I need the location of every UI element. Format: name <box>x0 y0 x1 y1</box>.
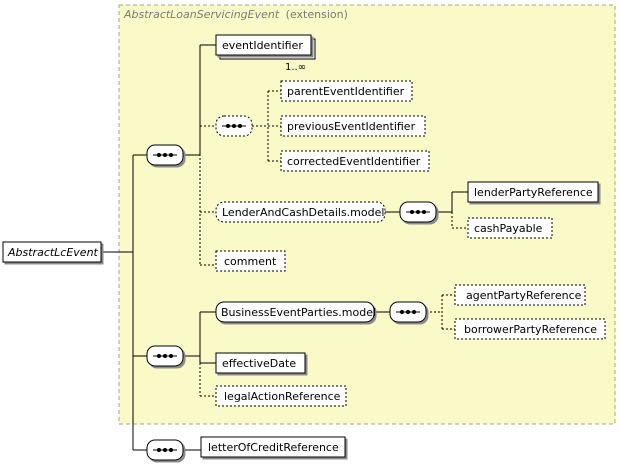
optional-connectors <box>199 90 468 397</box>
element-lender-party-reference[interactable]: lenderPartyReference <box>467 181 599 203</box>
element-comment[interactable]: comment <box>215 250 286 272</box>
element-parent-event-identifier[interactable]: parentEventIdentifier <box>280 80 413 102</box>
effective-date-label: effectiveDate <box>222 357 296 370</box>
element-effective-date[interactable]: effectiveDate <box>215 352 306 374</box>
comment-label: comment <box>224 255 277 268</box>
sequence-compositor-parties[interactable] <box>389 301 427 323</box>
element-previous-event-identifier[interactable]: previousEventIdentifier <box>280 115 426 137</box>
root-element-label: AbstractLcEvent <box>7 246 99 259</box>
element-cash-payable[interactable]: cashPayable <box>467 217 553 239</box>
choice-compositor-optional[interactable] <box>215 115 253 137</box>
sequence-compositor-lender[interactable] <box>399 201 437 223</box>
element-event-identifier[interactable]: eventIdentifier 1..∞ <box>215 34 316 73</box>
borrower-party-reference-label: borrowerPartyReference <box>464 323 597 336</box>
element-corrected-event-identifier[interactable]: correctedEventIdentifier <box>280 150 430 172</box>
extension-base-type: AbstractLoanServicingEvent <box>123 8 280 21</box>
extension-suffix: (extension) <box>286 8 348 21</box>
parent-event-identifier-label: parentEventIdentifier <box>287 85 405 98</box>
legal-action-reference-label: legalActionReference <box>224 390 341 403</box>
agent-party-reference-label: agentPartyReference <box>466 289 582 302</box>
previous-event-identifier-label: previousEventIdentifier <box>287 120 416 133</box>
group-lender-and-cash-details-model[interactable]: LenderAndCashDetails.model <box>215 201 386 223</box>
corrected-event-identifier-label: correctedEventIdentifier <box>287 155 421 168</box>
connectors <box>101 44 468 451</box>
sequence-compositor-2[interactable] <box>146 345 184 367</box>
element-agent-party-reference[interactable]: agentPartyReference <box>454 284 586 306</box>
element-letter-of-credit-reference[interactable]: letterOfCreditReference <box>200 436 346 458</box>
group-business-event-parties-model[interactable]: BusinessEventParties.model <box>215 301 376 323</box>
sequence-compositor-3[interactable] <box>146 439 184 461</box>
business-event-parties-model-label: BusinessEventParties.model <box>221 306 376 319</box>
letter-of-credit-reference-label: letterOfCreditReference <box>208 441 339 454</box>
lender-party-reference-label: lenderPartyReference <box>474 186 593 199</box>
event-identifier-multiplicity: 1..∞ <box>285 62 306 73</box>
svg-text:AbstractLoanServicingEvent: AbstractLoanServicingEvent (extension) <box>123 8 348 21</box>
lender-and-cash-details-model-label: LenderAndCashDetails.model <box>222 206 384 219</box>
element-legal-action-reference[interactable]: legalActionReference <box>215 385 347 407</box>
cash-payable-label: cashPayable <box>474 222 543 235</box>
event-identifier-label: eventIdentifier <box>222 39 303 52</box>
root-element-abstract-lc-event[interactable]: AbstractLcEvent <box>2 241 102 263</box>
element-borrower-party-reference[interactable]: borrowerPartyReference <box>454 318 606 340</box>
sequence-compositor-1[interactable] <box>146 144 184 166</box>
